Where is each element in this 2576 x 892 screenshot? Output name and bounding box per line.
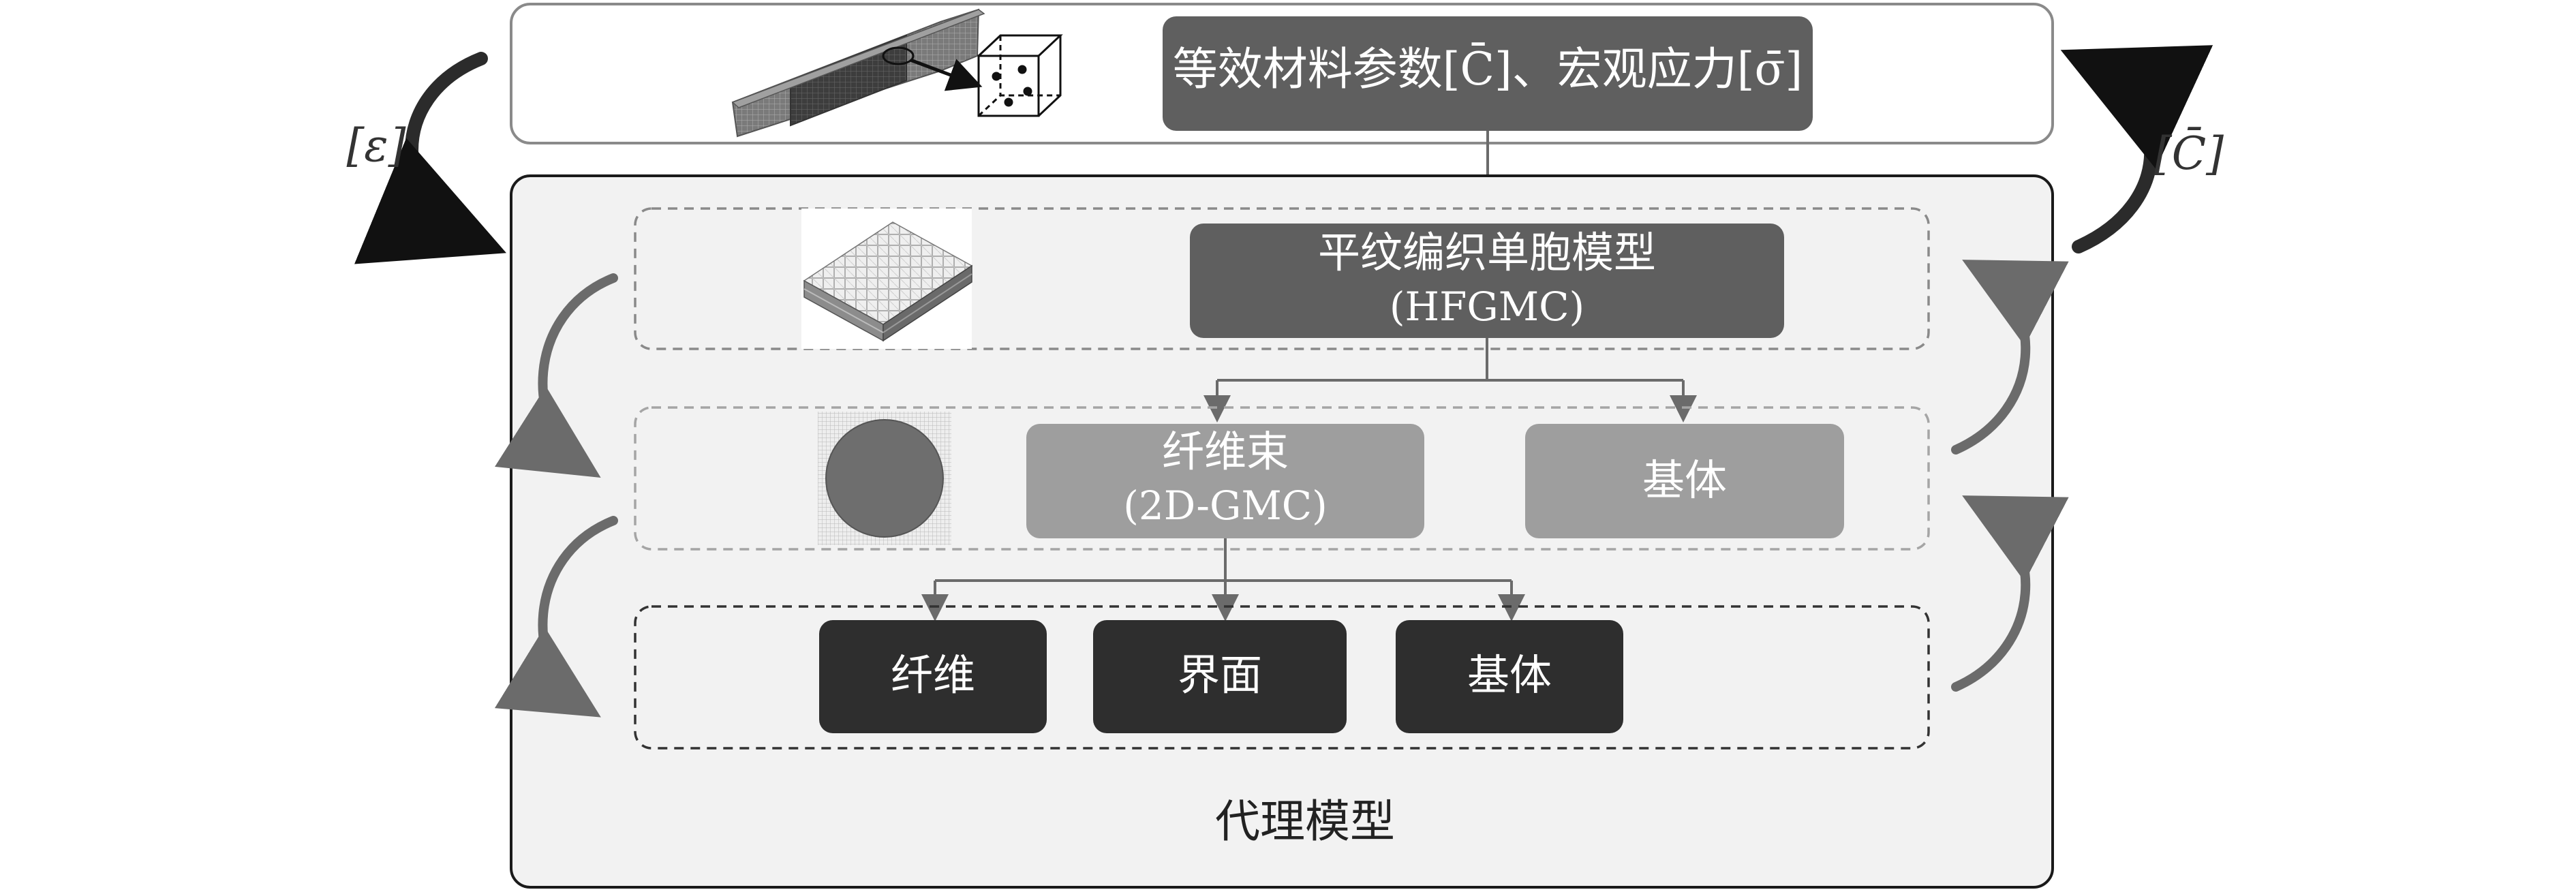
unit-cell-model-subtitle: (HFGMC) xyxy=(1390,283,1584,330)
fiber-bundle-subtitle: (2D-GMC) xyxy=(1123,482,1327,529)
inner-right-curved-arrow-2 xyxy=(1951,260,2069,455)
outer-left-curved-arrow xyxy=(354,52,506,264)
fiber-bundle-cross-section-illustration xyxy=(818,412,951,545)
woven-unit-cell-illustration xyxy=(801,209,973,349)
equivalent-params-box xyxy=(1163,16,1813,131)
matrix-label-level2: 基体 xyxy=(1642,455,1727,505)
fiber-label: 纤维 xyxy=(891,650,975,700)
inner-right-curved-arrow-1 xyxy=(1951,495,2069,692)
matrix-box-level2 xyxy=(1525,424,1844,538)
level2-dashed-frame xyxy=(634,406,1930,551)
matrix-box-level3 xyxy=(1396,620,1623,733)
fiber-bundle-title: 纤维束 xyxy=(1162,427,1289,476)
rve-cube-icon xyxy=(977,34,1063,117)
connector-unitcell-to-level2 xyxy=(1203,338,1697,422)
outer-right-curved-arrow xyxy=(2060,45,2213,253)
fiber-box xyxy=(819,620,1047,733)
level1-dashed-frame xyxy=(634,207,1930,350)
interface-box xyxy=(1093,620,1347,733)
matrix-label-level3: 基体 xyxy=(1467,650,1552,700)
unit-cell-model-title: 平纹编织单胞模型 xyxy=(1318,228,1656,277)
connector-bundle-to-level3 xyxy=(921,538,1525,621)
inner-left-curved-arrow-1 xyxy=(494,273,618,478)
stiffness-label: [C̄] xyxy=(2154,127,2224,180)
specimen-strip-illustration xyxy=(731,8,985,138)
unit-cell-model-box xyxy=(1190,224,1784,338)
surrogate-model-label: 代理模型 xyxy=(1215,795,1395,848)
equivalent-params-label: 等效材料参数[C̄]、宏观应力[σ̄] xyxy=(1173,43,1803,95)
strain-label: [ε] xyxy=(347,119,406,172)
level3-dashed-frame xyxy=(634,605,1930,750)
interface-label: 界面 xyxy=(1178,650,1262,700)
fiber-bundle-box xyxy=(1026,424,1424,538)
inner-left-curved-arrow-2 xyxy=(494,516,618,718)
